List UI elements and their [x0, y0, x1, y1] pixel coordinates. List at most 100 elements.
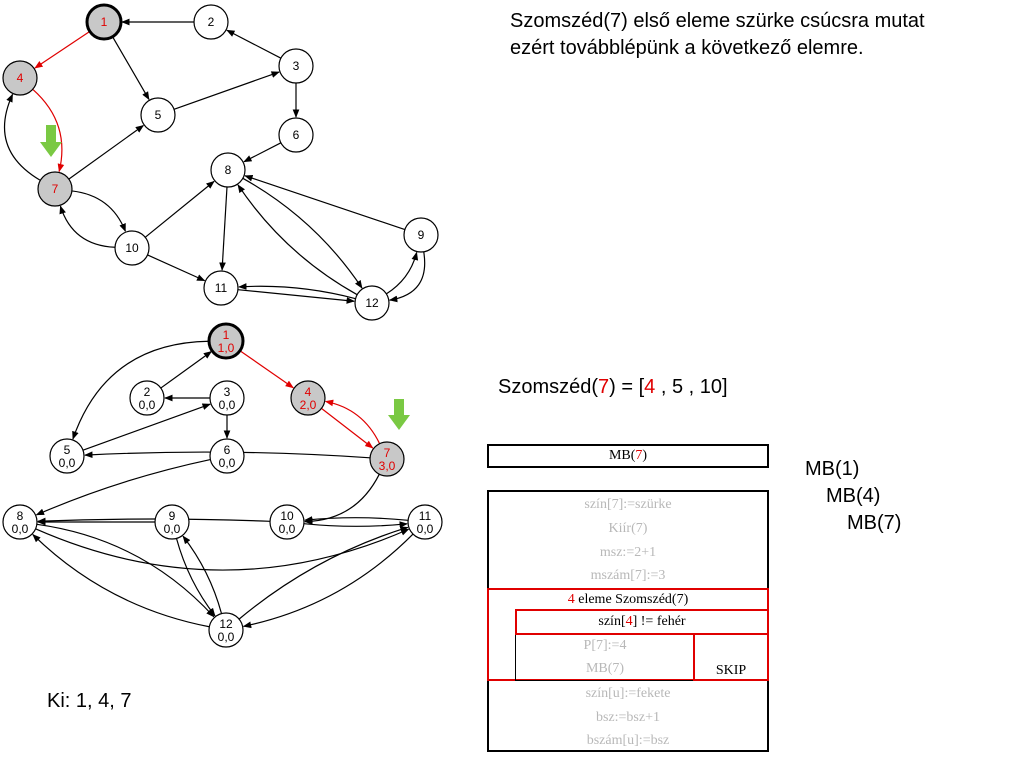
algo-line: mszám[7]:=3	[590, 568, 666, 583]
loop-head-num: 4	[567, 592, 575, 607]
edge-1-4	[239, 350, 294, 389]
edge-7-4	[324, 399, 381, 444]
node-id: 12	[219, 617, 233, 631]
explanation-line-2: ezért továbblépünk a következő elemre.	[510, 37, 864, 59]
then-line: MB(7)	[585, 661, 625, 676]
neighbor-mid: ) = [	[609, 376, 645, 398]
edge-9-12	[388, 251, 426, 303]
edge-8-12	[36, 523, 215, 618]
edge-1-5	[72, 340, 210, 440]
graph-node-5: 50,0	[49, 438, 85, 474]
node-values: 0,0	[164, 522, 181, 536]
edge-7-10	[71, 190, 126, 233]
graph-node-9: 9	[403, 217, 439, 253]
node-circle	[278, 117, 314, 153]
edge-5-3	[82, 403, 211, 451]
node-values: 0,0	[279, 522, 296, 536]
node-circle	[129, 380, 165, 416]
cond-prefix: szín[	[598, 614, 626, 629]
graph-node-2: 2	[193, 4, 229, 40]
neighbor-list: Szomszéd(7) = [4 , 5 , 10]	[498, 376, 728, 399]
top-graph-edges	[4, 18, 426, 304]
edge-7-10	[304, 473, 380, 525]
node-values: 3,0	[379, 459, 396, 473]
node-values: 0,0	[219, 456, 236, 470]
edge-5-3	[173, 71, 280, 110]
graph-node-8: 80,0	[2, 504, 38, 540]
edge-10-8	[144, 180, 215, 238]
edge-10-7	[59, 205, 116, 248]
green-down-arrow-icon	[40, 125, 62, 157]
graph-node-12: 120,0	[208, 612, 244, 648]
edge-12-8	[32, 533, 210, 628]
call-box: MB(7)	[487, 444, 769, 468]
edge-7-4	[4, 93, 41, 181]
node-circle	[209, 380, 245, 416]
graph-node-2: 20,0	[129, 380, 165, 416]
algo-line: bsz:=bsz+1	[595, 710, 660, 725]
node-circle	[290, 380, 326, 416]
graph-node-8: 8	[210, 152, 246, 188]
edge-6-8	[243, 142, 282, 163]
node-values: 0,0	[12, 522, 29, 536]
node-id: 1	[101, 15, 108, 29]
explanation-note: Szomszéd(7) első eleme szürke csúcsra mu…	[510, 8, 1010, 62]
else-branch-box	[693, 633, 769, 681]
graph-node-7: 7	[37, 171, 73, 207]
edge-12-11	[238, 283, 356, 300]
then-line: P[7]:=4	[583, 638, 627, 653]
graph-node-5: 5	[140, 97, 176, 133]
node-circle	[203, 270, 239, 306]
neighbor-prefix: Szomszéd(	[498, 376, 599, 398]
algo-line: szín[7]:=szürke	[584, 497, 672, 512]
edge-6-8	[35, 458, 211, 516]
neighbor-node: 7	[598, 376, 610, 398]
node-id: 9	[418, 228, 425, 242]
call-stack-item: MB(7)	[847, 512, 902, 534]
node-id: 6	[293, 128, 300, 142]
graph-node-11: 110,0	[407, 504, 443, 540]
algo-line: bszám[u]:=bsz	[586, 733, 670, 748]
node-id: 11	[419, 509, 432, 523]
algo-line: Kiír(7)	[608, 521, 648, 536]
node-id: 2	[144, 385, 151, 399]
node-circle	[37, 171, 73, 207]
call-suffix: )	[642, 448, 648, 463]
edge-9-12	[175, 538, 216, 617]
node-id: 5	[64, 443, 71, 457]
node-id: 7	[52, 182, 59, 196]
call-stack-item: MB(4)	[826, 485, 881, 507]
edge-7-5	[68, 125, 145, 180]
node-id: 5	[155, 108, 162, 122]
call-stack: MB(1) MB(4) MB(7)	[805, 456, 901, 537]
call-stack-item: MB(1)	[805, 458, 860, 480]
graph-node-4: 42,0	[290, 380, 326, 416]
node-values: 0,0	[139, 398, 156, 412]
edge-12-11	[238, 526, 409, 620]
node-values: 1,0	[218, 341, 235, 355]
node-circle	[369, 441, 405, 477]
loop-head-text: eleme Szomszéd(7)	[574, 592, 689, 607]
node-values: 0,0	[59, 456, 76, 470]
edge-10-8	[37, 517, 271, 525]
node-id: 8	[225, 163, 232, 177]
neighbor-first: 4	[644, 376, 656, 398]
node-id: 3	[224, 385, 231, 399]
loop-head: 4 eleme Szomszéd(7)	[489, 592, 767, 608]
edge-11-12	[237, 289, 355, 304]
node-circle	[154, 504, 190, 540]
graph-node-4: 4	[2, 60, 38, 96]
explanation-line-1: Szomszéd(7) első eleme szürke csúcsra mu…	[510, 10, 925, 32]
node-circle	[210, 152, 246, 188]
graph-node-3: 30,0	[209, 380, 245, 416]
node-id: 11	[215, 281, 228, 295]
node-circle	[114, 230, 150, 266]
edge-11-12	[242, 533, 414, 629]
condition-text: szín[4] != fehér	[515, 614, 769, 630]
output-text: Ki: 1, 4, 7	[47, 690, 132, 712]
node-circle	[140, 97, 176, 133]
node-id: 4	[305, 385, 312, 399]
node-id: 9	[169, 509, 176, 523]
node-circle	[2, 60, 38, 96]
